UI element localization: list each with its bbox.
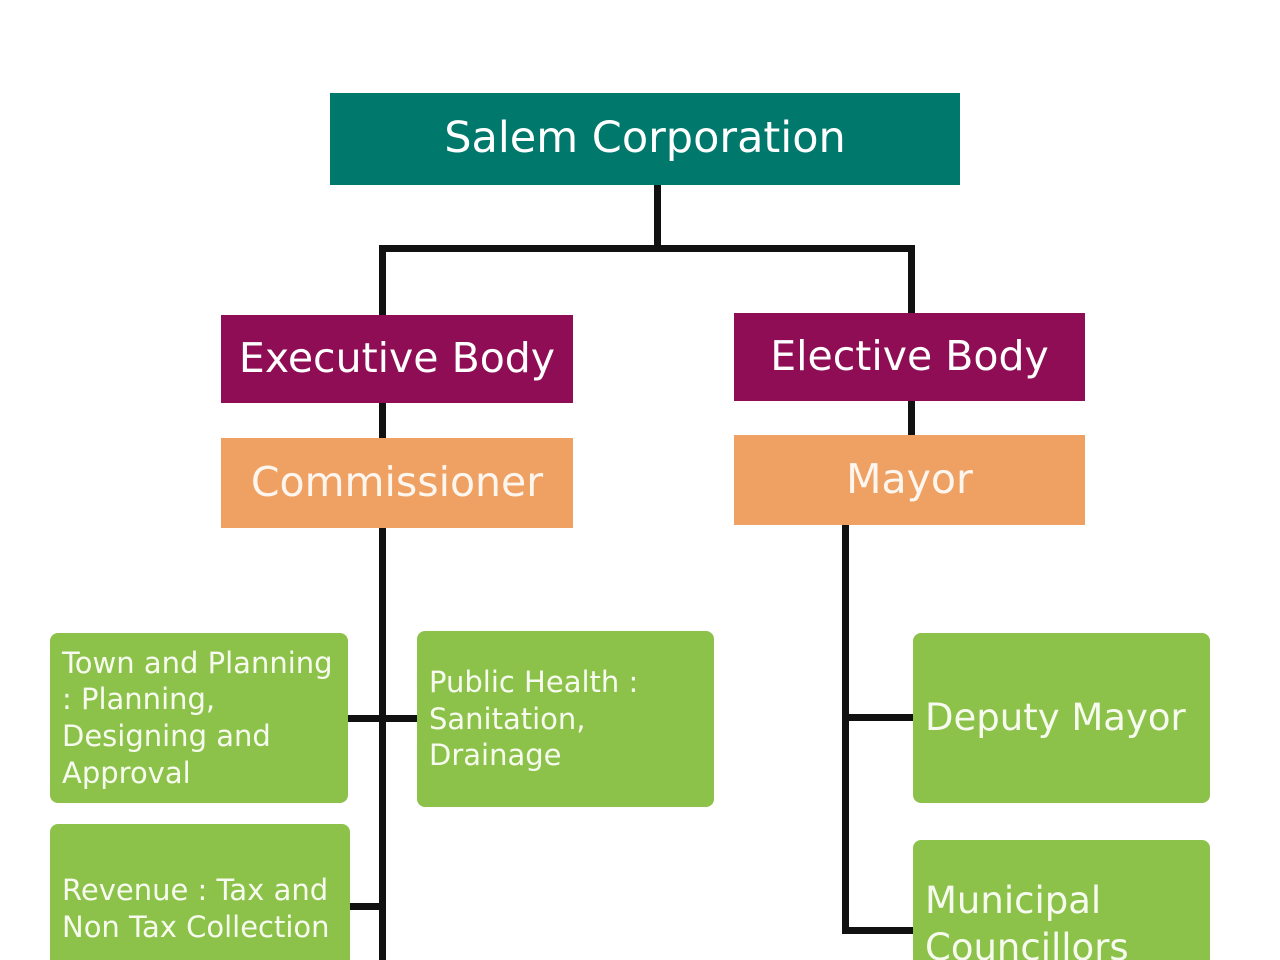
connector-root-split-bar (379, 245, 915, 252)
node-public-health-label: Public Health : Sanitation, Drainage (429, 665, 639, 773)
node-elective-body[interactable]: Elective Body (734, 313, 1085, 401)
connector-root-to-elective (908, 245, 915, 317)
node-commissioner[interactable]: Commissioner (221, 438, 573, 528)
connector-elective-to-mayor (908, 398, 915, 438)
connector-executive-to-commissioner (379, 398, 386, 442)
connector-to-deputy-mayor (842, 714, 918, 721)
node-town-and-planning-label: Town and Planning : Planning, Designing … (62, 645, 333, 790)
connector-commissioner-spine (379, 524, 386, 960)
connector-root-to-executive (379, 245, 386, 319)
node-municipal-councillors-label: Municipal Councillors (925, 879, 1129, 960)
connector-root-stem (654, 183, 661, 251)
node-deputy-mayor[interactable]: Deputy Mayor (913, 633, 1210, 803)
connector-to-revenue (345, 903, 386, 910)
connector-mayor-spine (842, 523, 849, 934)
node-executive-body-label: Executive Body (238, 334, 556, 383)
connector-to-public-health (379, 715, 421, 722)
node-salem-corporation[interactable]: Salem Corporation (330, 93, 960, 185)
node-commissioner-label: Commissioner (250, 458, 544, 507)
node-mayor-label: Mayor (846, 455, 973, 504)
node-salem-corporation-label: Salem Corporation (444, 113, 846, 164)
node-mayor[interactable]: Mayor (734, 435, 1085, 525)
node-revenue[interactable]: Revenue : Tax and Non Tax Collection (50, 824, 350, 960)
node-town-and-planning[interactable]: Town and Planning : Planning, Designing … (50, 633, 348, 803)
node-deputy-mayor-label: Deputy Mayor (925, 695, 1186, 739)
node-revenue-label: Revenue : Tax and Non Tax Collection (62, 873, 330, 944)
node-municipal-councillors[interactable]: Municipal Councillors (913, 840, 1210, 960)
node-executive-body[interactable]: Executive Body (221, 315, 573, 403)
node-public-health[interactable]: Public Health : Sanitation, Drainage (417, 631, 714, 807)
node-elective-body-label: Elective Body (770, 332, 1049, 381)
connector-to-municipal-councillors (842, 927, 918, 934)
connector-to-town-and-planning (345, 715, 386, 722)
